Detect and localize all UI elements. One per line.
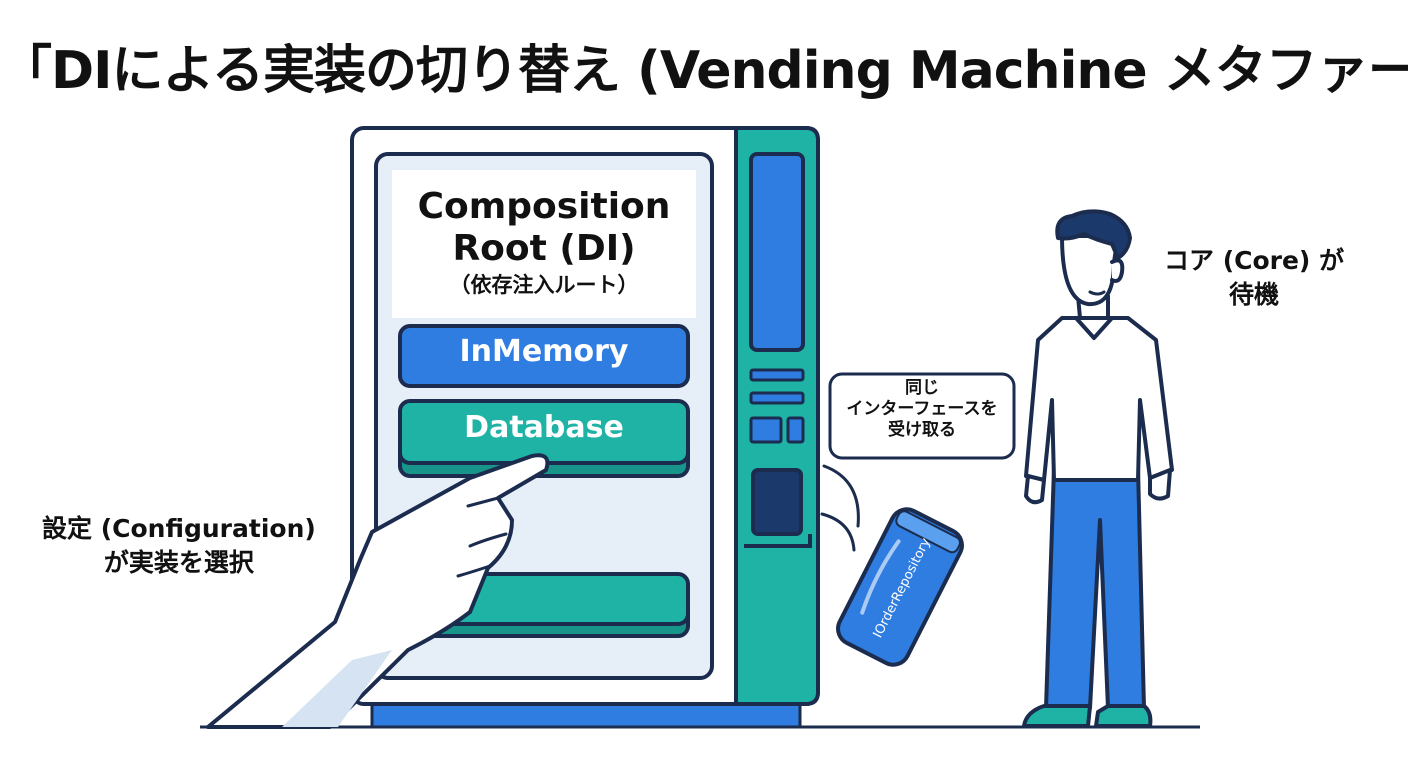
- coin-slot-2: [749, 391, 805, 405]
- core-label-line1: コア (Core) が: [1164, 246, 1345, 275]
- motion-arc-2: [820, 512, 856, 552]
- composition-root-subtitle: （依存注入ルート）: [449, 273, 639, 297]
- output-tray: [744, 534, 812, 548]
- inmemory-label: InMemory: [459, 334, 629, 369]
- output-opening: [751, 468, 803, 536]
- coin-slot-1: [749, 368, 805, 382]
- config-label: 設定 (Configuration) が実装を選択: [42, 512, 316, 580]
- config-label-line1: 設定 (Configuration): [42, 514, 316, 543]
- bubble-line1: 同じ: [905, 378, 939, 398]
- core-label: コア (Core) が 待機: [1164, 244, 1344, 312]
- composition-root-line1: Composition: [417, 186, 671, 227]
- bubble-line3: 受け取る: [888, 420, 956, 440]
- iorderrepository-can: IOrderRepository: [836, 507, 964, 667]
- composition-root-heading: Composition Root (DI) （依存注入ルート）: [394, 186, 694, 300]
- composition-root-line2: Root (DI): [452, 228, 636, 269]
- speech-bubble: [828, 372, 1016, 460]
- core-label-line2: 待機: [1229, 280, 1280, 309]
- keypad-left: [749, 416, 783, 444]
- motion-arc-1: [822, 464, 860, 528]
- side-display: [749, 152, 805, 352]
- page-title: 「DIによる実装の切り替え (Vending Machine メタファー」: [0, 41, 1408, 101]
- database-label: Database: [464, 410, 624, 445]
- inmemory-option[interactable]: [398, 324, 690, 388]
- bubble-line2: インターフェースを: [846, 399, 998, 419]
- composition-root-card: [392, 170, 696, 318]
- speech-bubble-text: 同じ インターフェースを 受け取る: [832, 378, 1012, 441]
- config-label-line2: が実装を選択: [103, 548, 254, 577]
- machine-base: [370, 701, 802, 729]
- hand-icon: [206, 453, 550, 729]
- core-person-icon: [1022, 209, 1174, 728]
- keypad-right: [786, 416, 805, 444]
